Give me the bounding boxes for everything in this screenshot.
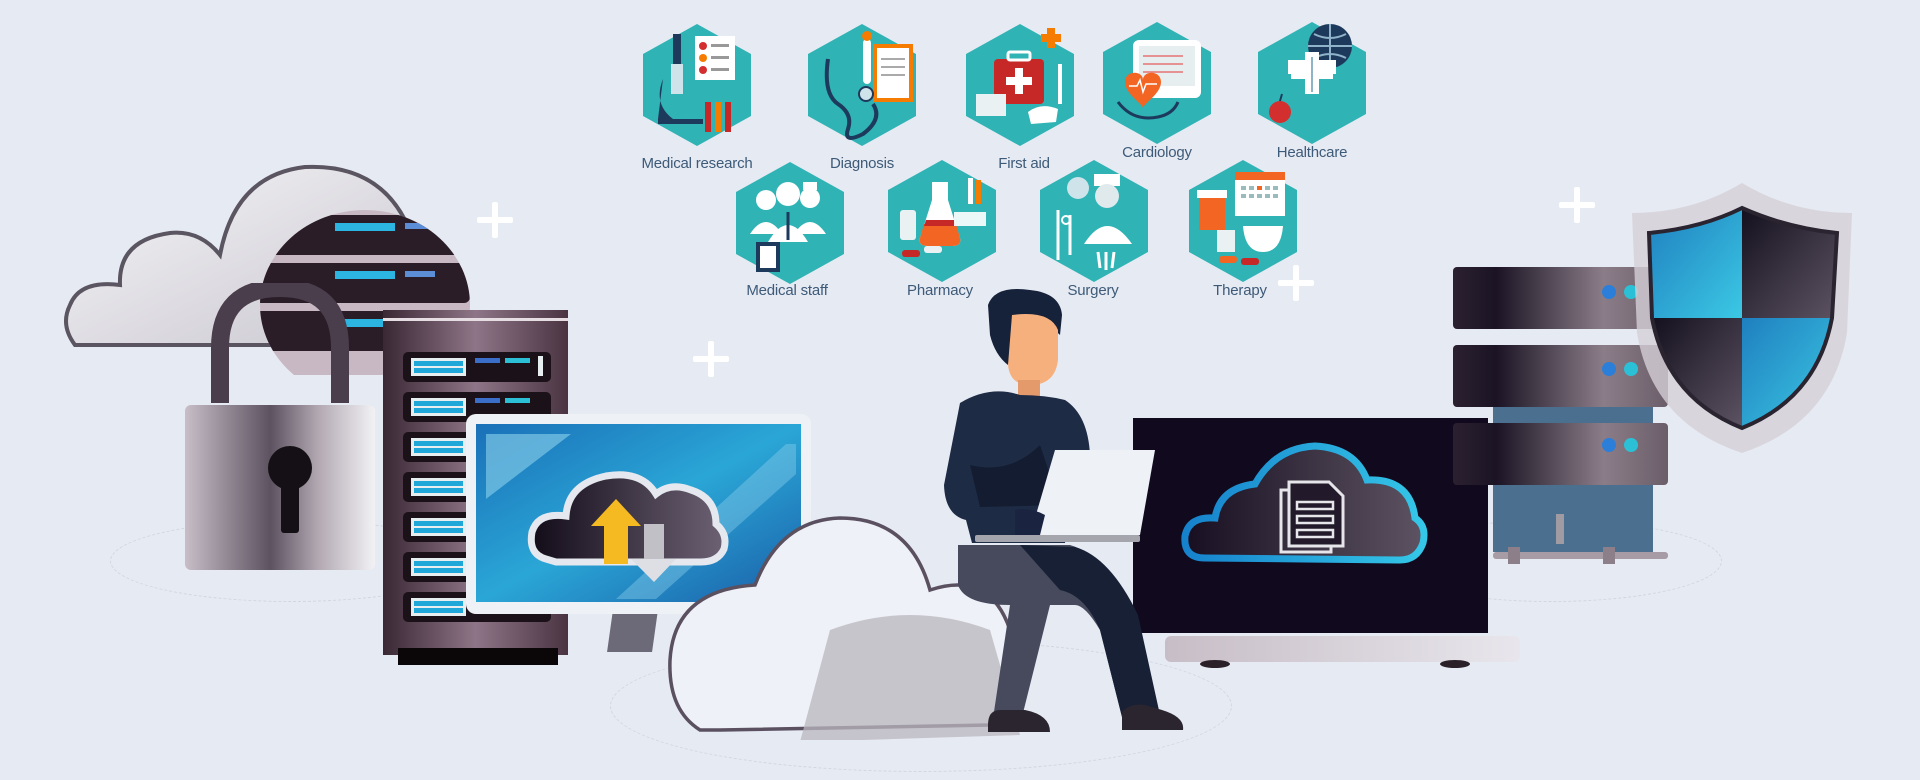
microscope-icon — [643, 24, 751, 146]
sparkle-icon — [693, 341, 729, 377]
cloud-document-monitor — [1133, 418, 1520, 668]
person-with-laptop — [944, 289, 1184, 732]
surgeon-icon — [1040, 160, 1148, 282]
first-aid-kit-icon — [966, 24, 1074, 146]
sparkle-icon — [1278, 265, 1314, 301]
icon-label-pharmacy: Pharmacy — [907, 282, 973, 299]
monitor-stand-left — [607, 610, 658, 652]
stethoscope-icon — [808, 24, 916, 146]
icon-label-medical-staff: Medical staff — [746, 282, 828, 299]
caduceus-globe-icon — [1258, 22, 1366, 144]
flask-pills-icon — [888, 160, 996, 282]
sparkle-icon — [477, 202, 513, 238]
icon-label-cardiology: Cardiology — [1122, 144, 1192, 161]
icon-label-surgery: Surgery — [1067, 282, 1119, 299]
icon-label-healthcare: Healthcare — [1276, 144, 1348, 161]
calendar-pills-icon — [1189, 160, 1297, 282]
heart-monitor-icon — [1103, 22, 1211, 144]
database-server-icon — [1453, 267, 1668, 564]
icon-label-first-aid: First aid — [998, 155, 1050, 172]
shield-icon — [1632, 183, 1852, 453]
icon-label-therapy: Therapy — [1213, 282, 1267, 299]
icon-label-diagnosis: Diagnosis — [829, 155, 895, 172]
icon-label-medical-research: Medical research — [641, 155, 753, 172]
sparkle-icon — [1559, 187, 1595, 223]
large-cloud-icon — [668, 516, 1020, 740]
doctors-group-icon — [736, 162, 844, 284]
cloud-upload-monitor — [466, 414, 811, 614]
padlock-icon — [185, 283, 375, 570]
